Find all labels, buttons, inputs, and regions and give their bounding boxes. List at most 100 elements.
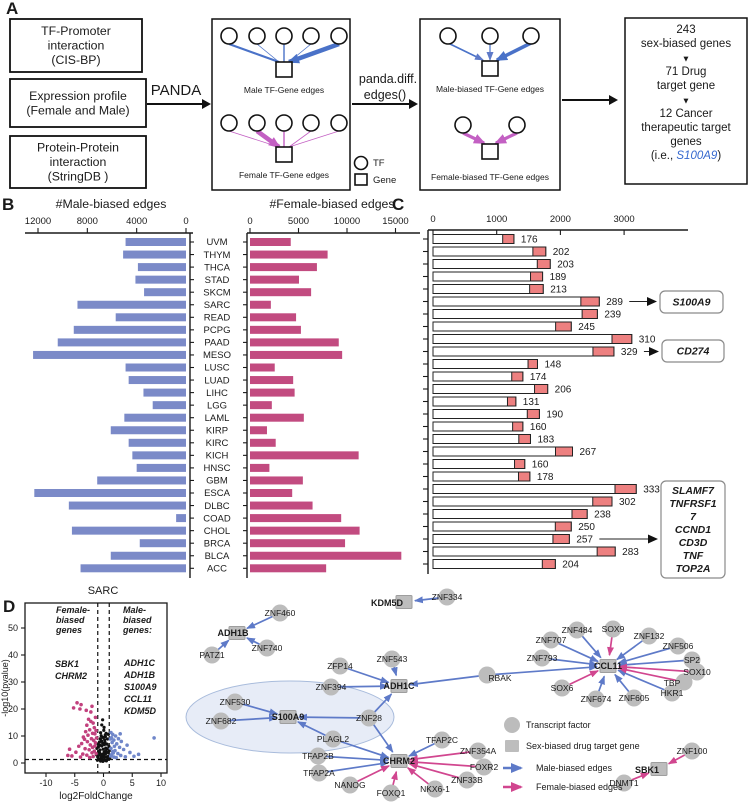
volcano-point-male <box>110 732 115 737</box>
total-bar-STAD <box>432 271 544 282</box>
node-label-ZNF707: ZNF707 <box>536 635 567 645</box>
node-label-S100A9: S100A9 <box>272 712 305 722</box>
total-bar-LIHC <box>432 384 549 394</box>
panel-c-letter: C <box>392 195 404 214</box>
node-label-PATZ1: PATZ1 <box>199 650 224 660</box>
cancer-type-label: ACC <box>207 564 227 575</box>
male-chart-title: #Male-biased edges <box>56 197 167 211</box>
volcano-point-ns <box>100 723 104 727</box>
tf-node-ZNF394 <box>322 678 340 696</box>
result-line: 71 Drug <box>666 66 707 78</box>
volcano-point-ns <box>99 731 103 735</box>
cancer-type-label: HNSC <box>204 463 231 474</box>
tf-node-FOXQ1 <box>382 784 400 802</box>
node-label-FOXQ1: FOXQ1 <box>377 788 406 798</box>
male-biased-edge-TFAP2B-CHRM2 <box>317 755 390 764</box>
total-bar-GBM <box>432 471 531 482</box>
legend-tf-label: Transcript factor <box>526 720 591 730</box>
female-bar-BLCA <box>250 551 402 560</box>
gene-node-S100A9 <box>279 710 297 724</box>
volcano-point-female <box>75 700 79 705</box>
volcano-point-male <box>125 743 129 747</box>
result-line: 243 <box>676 24 695 36</box>
tf-node-HKR1 <box>663 684 681 702</box>
tf-node-ZNF740 <box>258 639 276 657</box>
drug-target-bar-LGG <box>506 396 517 407</box>
cancer-type-label: ESCA <box>204 488 231 499</box>
total-bar-KICH <box>432 446 574 457</box>
node-label-SP2: SP2 <box>684 655 700 665</box>
value-label: 176 <box>521 235 538 246</box>
drug-target-bar-DLBC <box>592 496 613 507</box>
volcano-point-ns <box>105 742 109 746</box>
tf-node-icon <box>522 27 540 45</box>
gene-node-icon <box>481 143 499 160</box>
female-bar-LGG <box>250 401 272 410</box>
value-label: 257 <box>576 535 593 546</box>
volcano-point-female <box>76 744 81 749</box>
volcano-point-female <box>81 752 85 756</box>
cancer-type-label: MESO <box>203 350 231 361</box>
cancer-type-label: LAML <box>205 413 230 424</box>
female-bar-PCPG <box>250 325 301 334</box>
volcano-point-ns <box>95 746 99 751</box>
node-label-TFAP2A: TFAP2A <box>303 768 335 778</box>
tf-node-icon <box>454 116 472 134</box>
value-label: 213 <box>550 285 567 296</box>
cancer-type-label: GBM <box>206 476 228 487</box>
callout-arrowhead <box>647 297 657 306</box>
tf-node-FOXR2 <box>475 758 493 776</box>
male-bar-KICH <box>132 451 186 460</box>
gene-node-icon <box>481 60 499 77</box>
panel-d-letter: D <box>3 597 15 616</box>
female-tick-label: 5000 <box>288 216 309 227</box>
cancer-type-label: LUSC <box>204 363 229 374</box>
panel-b-letter: B <box>2 195 14 214</box>
volcano-point-female <box>90 704 94 709</box>
male-bar-CHOL <box>71 526 186 535</box>
cancer-type-label: BRCA <box>204 538 231 549</box>
gene-callout-box <box>659 290 724 314</box>
flow-arrowhead <box>409 99 418 109</box>
volcano-point-female <box>84 708 89 713</box>
male-bar-PAAD <box>57 338 186 347</box>
volcano-point-male <box>108 737 113 741</box>
result-line: therapeutic target <box>641 122 731 134</box>
tf-node-ZFP14 <box>331 657 349 675</box>
male-biased-edge-HKR1-CCL11 <box>617 669 673 694</box>
tf-node-icon <box>275 114 293 132</box>
tf-node-DNMT1 <box>615 774 633 792</box>
callout-gene: CD274 <box>677 346 710 358</box>
node-label-ZNF460: ZNF460 <box>265 608 296 618</box>
female-bar-SARC <box>250 300 271 309</box>
tf-node-TBP <box>675 673 693 691</box>
node-label-ZNF132: ZNF132 <box>634 631 665 641</box>
callout-gene: TNF <box>683 550 704 562</box>
tf-node-icon <box>220 27 238 45</box>
volcano-point-male <box>117 745 122 750</box>
total-bar-CHOL <box>432 521 572 532</box>
total-bar-ESCA <box>432 484 637 494</box>
total-bar-COAD <box>432 509 588 519</box>
drug-target-bar-KICH <box>554 446 574 457</box>
diff-label: edges() <box>364 88 406 102</box>
male-biased-edge-ZFP14-ADH1C <box>339 665 390 684</box>
male-bar-LUSC <box>125 363 186 372</box>
volcano-point-female <box>93 715 98 720</box>
node-label-PLAGL2: PLAGL2 <box>317 734 349 744</box>
total-bar-THCA <box>432 259 551 269</box>
volcano-point-ns <box>102 725 106 729</box>
diff-label: panda.diff. <box>359 72 417 86</box>
gene-callout-box <box>660 480 726 579</box>
total-bar-THYM <box>432 246 547 257</box>
volcano-y-label: -log10(pvalue) <box>0 659 10 717</box>
tf-node-ZNF682 <box>212 712 230 730</box>
drug-target-bar-READ <box>581 309 598 319</box>
volcano-male-gene: ADH1B <box>123 670 156 680</box>
gene-node-ADH1B <box>228 626 246 640</box>
node-label-ZNF543: ZNF543 <box>377 654 408 664</box>
volcano-point-ns <box>103 734 107 739</box>
volcano-point-female <box>93 740 98 745</box>
volcano-point-male <box>123 754 128 759</box>
